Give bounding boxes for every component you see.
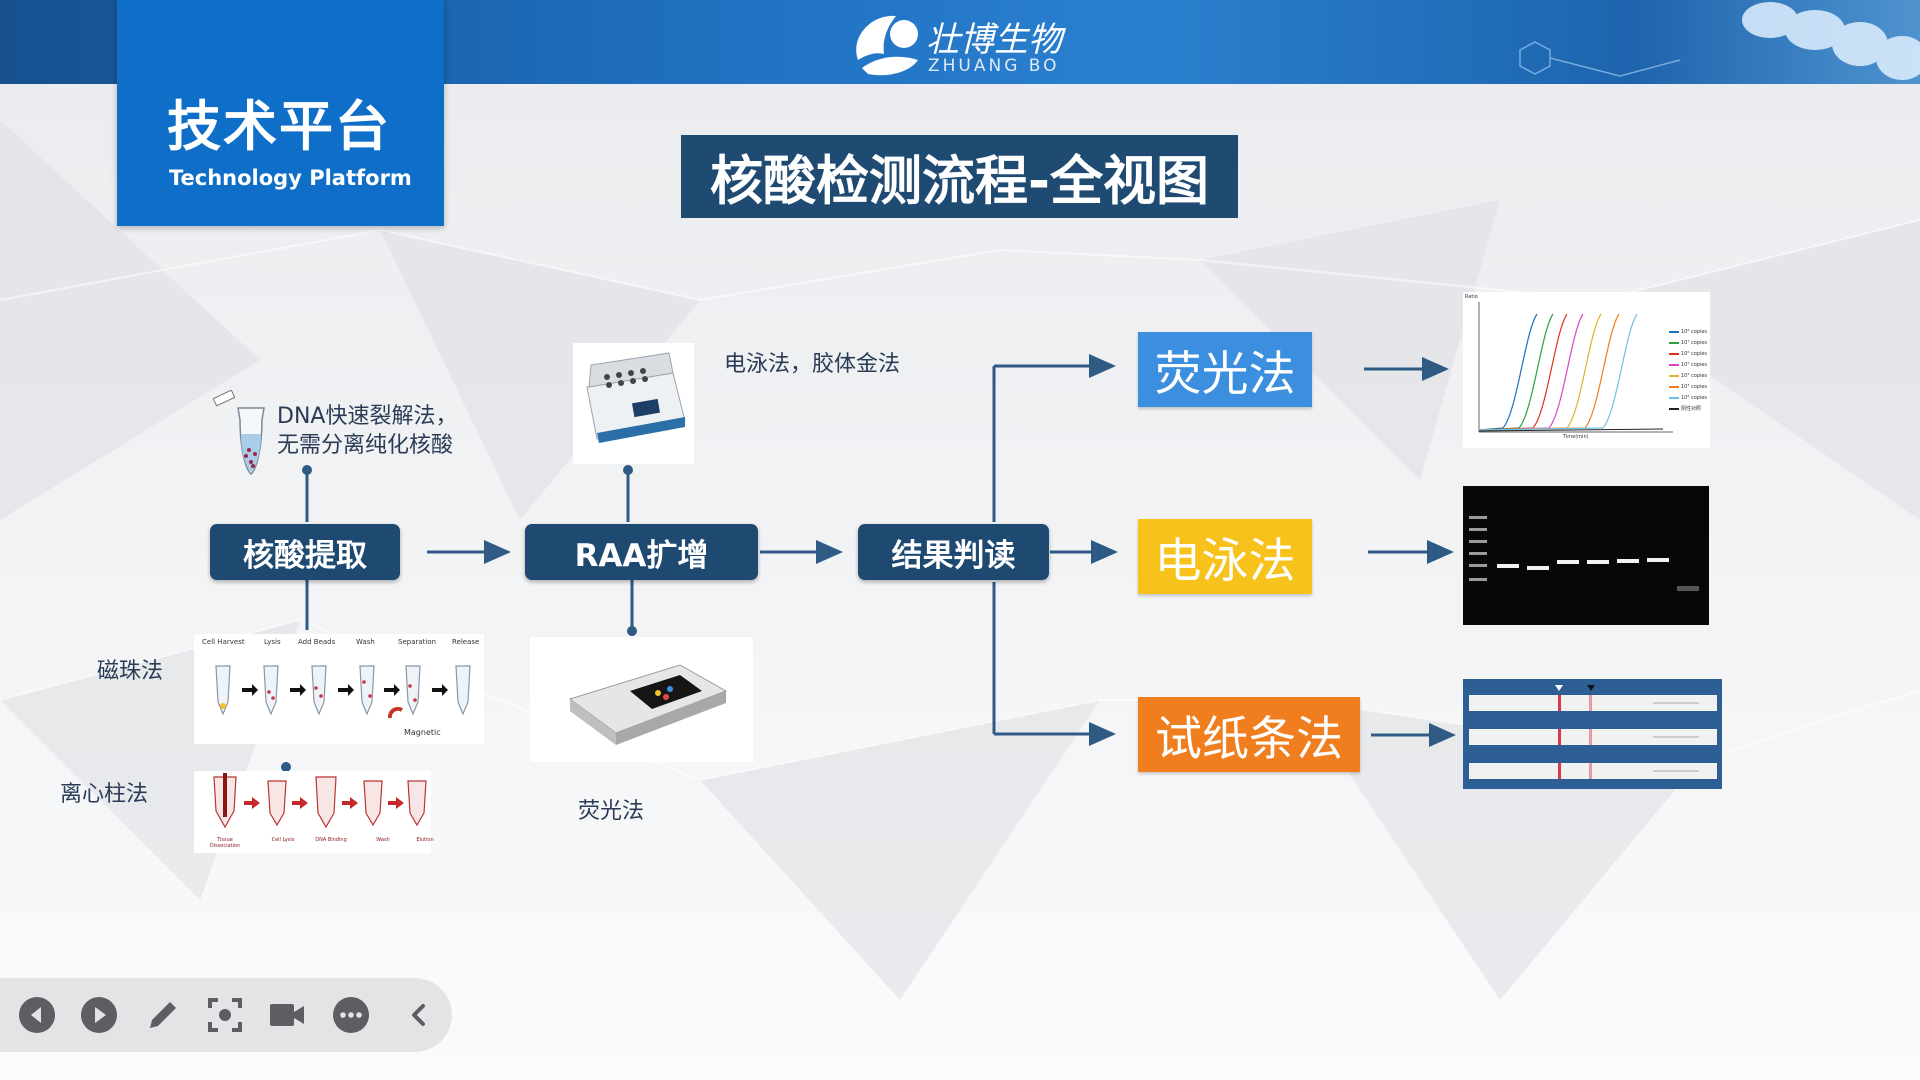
curve-series-line — [1478, 313, 1584, 431]
column-step-label: Wash — [376, 837, 390, 843]
magnetic-step-label: Lysis — [264, 638, 281, 646]
molecule-decoration — [1519, 2, 1920, 80]
legend-label: 10⁵ copies — [1681, 361, 1708, 368]
curve-legend-item: 10⁶ copies — [1669, 348, 1707, 359]
incubator-device-image — [573, 343, 694, 464]
legend-label: 10⁴ copies — [1681, 372, 1708, 379]
column-step-label: Cell Lysis — [271, 837, 295, 843]
magnetic-step-label: Wash — [356, 638, 375, 646]
magnetic-step-label: Separation — [398, 638, 437, 646]
platform-badge: 技术平台 Technology Platform — [117, 0, 444, 226]
label-fluorescence-device: 荧光法 — [578, 799, 645, 824]
step-nucleic-extraction: 核酸提取 — [210, 524, 400, 580]
legend-label: 10³ copies — [1681, 383, 1708, 390]
gel-bands-icon — [1469, 516, 1699, 591]
curve-plot — [1478, 302, 1673, 433]
legend-swatch — [1669, 330, 1679, 333]
column-step-label: DNA Binding — [315, 837, 347, 843]
incubator-icon — [586, 352, 686, 443]
pen-icon[interactable] — [140, 992, 186, 1038]
test-strip-image — [1463, 679, 1722, 789]
fluorescence-reader-image — [530, 637, 753, 762]
spin-column-diagram: Tissue Dissociation Cell Lysis DNA Binding… — [194, 771, 434, 853]
brand-name-en: ZHUANG BO — [928, 56, 1060, 76]
magnetic-label: Magnetic — [404, 728, 441, 737]
curve-legend-item: 10⁵ copies — [1669, 359, 1707, 370]
legend-swatch — [1669, 407, 1679, 410]
platform-title: 技术平台 — [167, 95, 391, 158]
camera-icon[interactable] — [264, 992, 310, 1038]
slide-title: 核酸检测流程-全视图 — [681, 135, 1238, 218]
column-steps-icon — [213, 773, 427, 829]
legend-swatch — [1669, 396, 1679, 399]
curve-legend-item: 10² copies — [1669, 392, 1707, 403]
amplification-curve-chart: Time(min) Ratio 10⁸ copies 10⁷ copies 10⁶ … — [1463, 292, 1710, 448]
column-step-label: Tissue Dissociation — [209, 837, 241, 849]
curve-legend-item: 10⁴ copies — [1669, 370, 1707, 381]
curve-series-line — [1478, 313, 1638, 431]
brand-logo: 壮博生物 ZHUANG BO — [848, 4, 1078, 80]
column-step-label: Elution — [416, 837, 434, 843]
step-result-reading: 结果判读 — [858, 524, 1049, 580]
legend-swatch — [1669, 385, 1679, 388]
reader-device-icon — [568, 664, 728, 745]
legend-label: 阴性对照 — [1681, 406, 1702, 412]
presentation-toolbar — [0, 978, 452, 1052]
magnetic-step-label: Add Beads — [298, 638, 336, 646]
prev-icon[interactable] — [14, 992, 60, 1038]
curve-axis-x: Time(min) — [1563, 434, 1589, 440]
legend-label: 10² copies — [1681, 394, 1708, 401]
legend-label: 10⁷ copies — [1681, 339, 1708, 346]
label-magnetic-bead: 磁珠法 — [97, 659, 164, 684]
curve-legend-item: 10⁷ copies — [1669, 337, 1707, 348]
logo-mark-icon — [856, 15, 918, 76]
method-electrophoresis: 电泳法 — [1138, 519, 1312, 594]
legend-swatch — [1669, 352, 1679, 355]
method-test-strip: 试纸条法 — [1138, 697, 1360, 772]
curve-series-line — [1478, 313, 1554, 431]
curve-legend-item: 10³ copies — [1669, 381, 1707, 392]
electrophoresis-gel-image — [1463, 486, 1709, 625]
screenshot-icon[interactable] — [202, 992, 248, 1038]
tube-icon — [212, 390, 265, 475]
curve-axis-y: Ratio — [1465, 294, 1478, 300]
note-dna-fast-lysis: DNA快速裂解法，无需分离纯化核酸 — [277, 404, 458, 458]
note-electro-gold: 电泳法，胶体金法 — [724, 352, 901, 377]
legend-swatch — [1669, 341, 1679, 344]
magnetic-steps-icon — [215, 665, 471, 719]
legend-label: 10⁸ copies — [1681, 328, 1708, 335]
label-spin-column: 离心柱法 — [60, 782, 149, 807]
collapse-icon[interactable] — [396, 992, 442, 1038]
curve-series-line — [1478, 313, 1538, 431]
strip-lines-icon — [1469, 685, 1717, 779]
curve-legend-item: 10⁸ copies — [1669, 326, 1707, 337]
brand-name-cn: 壮博生物 — [926, 20, 1062, 60]
curve-series-line — [1478, 313, 1620, 431]
magnetic-step-label: Cell Harvest — [202, 638, 245, 646]
curve-series-line — [1478, 313, 1568, 431]
method-fluorescence: 荧光法 — [1138, 332, 1312, 407]
curve-legend-item: 阴性对照 — [1669, 403, 1707, 414]
step-raa-amplification: RAA扩增 — [525, 524, 758, 580]
curve-series-line — [1478, 313, 1602, 431]
curve-negative-line — [1478, 428, 1664, 432]
legend-label: 10⁶ copies — [1681, 350, 1708, 357]
legend-swatch — [1669, 374, 1679, 377]
magnetic-bead-diagram: Cell Harvest Lysis Add Beads Wash Separation… — [194, 634, 484, 744]
platform-subtitle: Technology Platform — [169, 166, 412, 190]
magnetic-step-label: Release — [452, 638, 480, 646]
play-icon[interactable] — [76, 992, 122, 1038]
more-icon[interactable] — [328, 992, 374, 1038]
legend-swatch — [1669, 363, 1679, 366]
